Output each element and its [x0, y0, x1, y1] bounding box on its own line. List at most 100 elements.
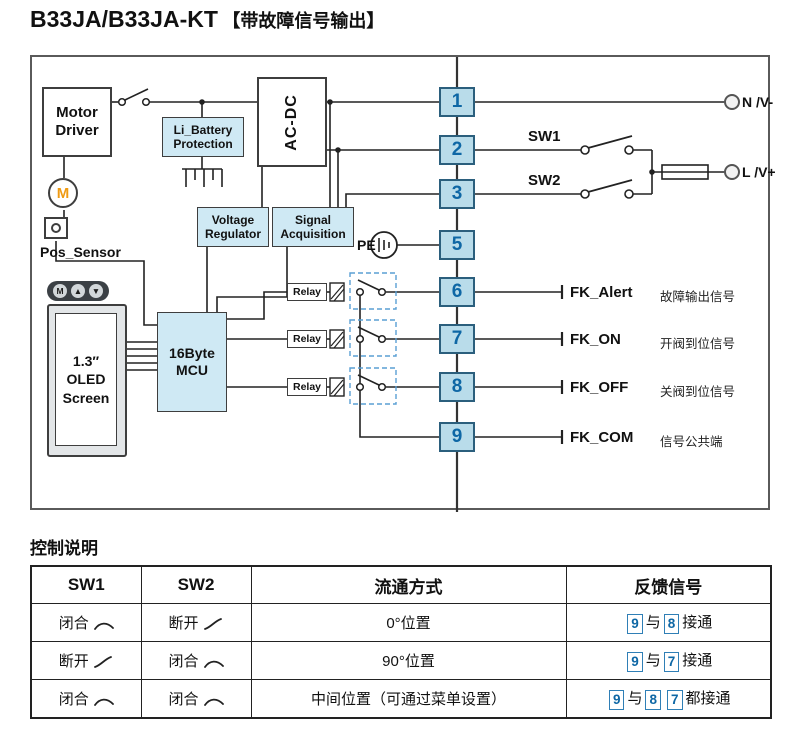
- feedback-text: 接通: [682, 652, 713, 670]
- motor-driver-label: Motor Driver: [55, 104, 99, 139]
- oled-button-bar: M ▲ ▼: [47, 281, 109, 301]
- switch-state-icon: [93, 622, 114, 630]
- fk-on-desc: 开阀到位信号: [660, 337, 736, 351]
- switch-state-icon: [93, 655, 112, 668]
- model-name: B33JA/B33JA-KT: [30, 6, 218, 32]
- wiring-layer: [55, 57, 740, 512]
- relay-label: Relay: [287, 378, 327, 396]
- terminal-3: 3: [439, 179, 475, 209]
- terminal-8: 8: [439, 372, 475, 402]
- terminal-chip: 8: [663, 613, 680, 634]
- sw-state-label: 断开: [168, 615, 199, 632]
- sw-state-label: 闭合: [58, 615, 89, 632]
- oled-display: 1.3″ OLED Screen: [55, 313, 117, 446]
- switch-state-icon: [203, 660, 224, 668]
- header-feedback: 反馈信号: [565, 565, 772, 604]
- terminal-7: 7: [439, 324, 475, 354]
- sw1-cell: 闭合: [30, 679, 142, 719]
- motor-letter: M: [56, 184, 70, 202]
- relay-coil-icon: [329, 282, 345, 302]
- fk-alert-label: FK_Alert: [570, 284, 633, 301]
- fk-off-desc: 关阀到位信号: [660, 385, 736, 399]
- signal-acquisition-box: Signal Acquisition: [272, 207, 354, 247]
- terminal-chip: 7: [663, 651, 680, 672]
- terminal-chip: 9: [627, 613, 643, 634]
- sw2-cell: 断开: [140, 603, 252, 642]
- header-sw1: SW1: [30, 565, 142, 604]
- switch-state-icon: [203, 617, 222, 630]
- li-battery-protection-box: Li_Battery Protection: [162, 117, 244, 157]
- terminal-1: 1: [439, 87, 475, 117]
- wires: [55, 101, 725, 438]
- header-sw2: SW2: [140, 565, 252, 604]
- oled-screen-box: 1.3″ OLED Screen: [47, 304, 127, 457]
- position-sensor-icon: [44, 217, 68, 239]
- mcu-label: 16Byte MCU: [169, 345, 215, 378]
- sw1-cell: 断开: [30, 641, 142, 680]
- sw2-label: SW2: [528, 172, 561, 189]
- fk-alert-desc: 故障输出信号: [660, 290, 736, 304]
- terminal-chip: 9: [608, 689, 625, 710]
- page-title: B33JA/B33JA-KT 【带故障信号输出】: [30, 6, 384, 33]
- fuse-icon: [661, 164, 709, 180]
- live-line-label: L /V+: [742, 164, 776, 180]
- menu-button-icon: M: [53, 284, 67, 298]
- title-suffix: 【带故障信号输出】: [222, 11, 385, 31]
- ground-icon: [370, 231, 398, 259]
- sw1-switch-icon: [580, 135, 634, 155]
- terminal-6: 6: [439, 277, 475, 307]
- wiring-diagram: Motor Driver Li_Battery Protection AC-DC…: [30, 55, 776, 512]
- acdc-box: AC-DC: [257, 77, 327, 167]
- sw1-label: SW1: [528, 128, 561, 145]
- switch-state-icon: [203, 698, 224, 706]
- sw-state-label: 闭合: [168, 653, 199, 670]
- feedback-text: 与: [627, 690, 643, 708]
- mode-cell: 0°位置: [250, 603, 567, 642]
- relay-label: Relay: [287, 283, 327, 301]
- terminal-9: 9: [439, 422, 475, 452]
- mode-cell: 中间位置（可通过菜单设置）: [250, 679, 567, 719]
- down-button-icon: ▼: [89, 284, 103, 298]
- pe-label: PE: [357, 237, 376, 253]
- voltage-regulator-box: Voltage Regulator: [197, 207, 269, 247]
- oled-label: 1.3″ OLED Screen: [62, 353, 110, 406]
- motor-icon: M: [48, 178, 78, 208]
- switch-state-icon: [93, 698, 114, 706]
- feedback-text: 都接通: [685, 690, 731, 708]
- control-section-heading: 控制说明: [30, 539, 98, 558]
- feedback-text: 与: [645, 652, 661, 670]
- mode-cell: 90°位置: [250, 641, 567, 680]
- sw2-switch-icon: [580, 179, 634, 199]
- relay-label: Relay: [287, 330, 327, 348]
- sw1-cell: 闭合: [30, 603, 142, 642]
- sw2-cell: 闭合: [140, 641, 252, 680]
- fk-off-label: FK_OFF: [570, 379, 629, 396]
- relay-contact-icon: [349, 272, 397, 310]
- relay-contact-icon: [349, 367, 397, 405]
- feedback-text: 接通: [682, 614, 713, 632]
- terminal-chip: 7: [667, 689, 683, 710]
- relay-coil-icon: [329, 329, 345, 349]
- terminal-chip: 9: [627, 651, 643, 672]
- line-terminal-icons: [724, 94, 740, 180]
- relay-contact-icon: [349, 319, 397, 357]
- sw2-cell: 闭合: [140, 679, 252, 719]
- feedback-text: 与: [645, 614, 661, 632]
- fk-com-desc: 信号公共端: [660, 435, 723, 449]
- terminal-5: 5: [439, 230, 475, 260]
- sw-state-label: 闭合: [58, 691, 89, 708]
- mcu-box: 16Byte MCU: [157, 312, 227, 412]
- terminal-2: 2: [439, 135, 475, 165]
- battery-icon: [182, 168, 223, 187]
- fk-com-label: FK_COM: [570, 429, 634, 446]
- li-battery-label: Li_Battery Protection: [173, 122, 233, 151]
- pos-sensor-label: Pos_Sensor: [40, 244, 121, 260]
- voltage-regulator-label: Voltage Regulator: [204, 212, 261, 241]
